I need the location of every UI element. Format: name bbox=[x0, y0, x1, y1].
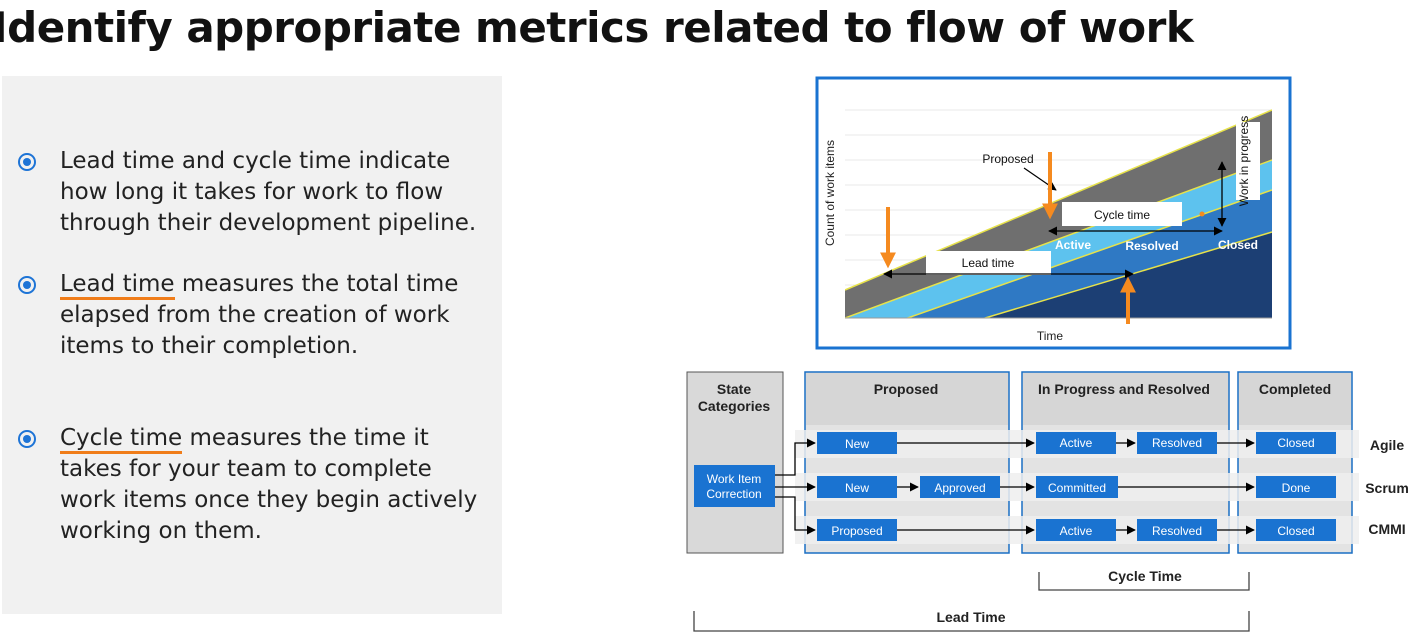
cumulative-flow-diagram: Count of work items Time Proposed Cycle … bbox=[815, 76, 1292, 350]
state-box bbox=[817, 432, 897, 454]
state-box bbox=[1036, 519, 1116, 541]
state-box bbox=[920, 476, 1000, 498]
state-label: Active bbox=[1060, 436, 1093, 450]
cycle-time-box bbox=[1062, 202, 1182, 226]
state-box bbox=[817, 519, 897, 541]
header-in-progress: In Progress and Resolved bbox=[1038, 381, 1210, 397]
state-label: Closed bbox=[1277, 524, 1314, 538]
state-label: Active bbox=[1060, 524, 1093, 538]
state-label: Committed bbox=[1048, 481, 1106, 495]
marker-dot bbox=[1199, 211, 1205, 217]
cycle-time-label: Cycle Time bbox=[1108, 568, 1182, 584]
work-item-correction-box bbox=[694, 465, 775, 507]
column-state-categories bbox=[686, 371, 784, 554]
state-box bbox=[1137, 432, 1217, 454]
state-label: New bbox=[845, 437, 869, 451]
bullet-lead-time: Lead time measures the total time elapse… bbox=[18, 269, 488, 362]
label-active: Active bbox=[1055, 238, 1091, 252]
process-label: CMMI bbox=[1368, 521, 1405, 537]
state-label: Done bbox=[1282, 481, 1311, 495]
lead-time-label: Lead Time bbox=[937, 609, 1006, 625]
process-label: Scrum bbox=[1365, 480, 1409, 496]
state-label: Resolved bbox=[1152, 524, 1202, 538]
label-closed: Closed bbox=[1218, 238, 1258, 252]
page-title: Identify appropriate metrics related to … bbox=[0, 3, 1194, 52]
radio-bullet-icon bbox=[18, 276, 36, 294]
x-axis-label: Time bbox=[1037, 329, 1064, 343]
header-completed: Completed bbox=[1259, 381, 1331, 397]
bullet-text: Lead time and cycle time indicate how lo… bbox=[60, 146, 488, 239]
state-label: Resolved bbox=[1152, 436, 1202, 450]
state-box bbox=[1137, 519, 1217, 541]
bullet-text-body: Lead time and cycle time indicate how lo… bbox=[60, 148, 477, 236]
bullet-text: Lead time measures the total time elapse… bbox=[60, 269, 488, 362]
state-label: Approved bbox=[934, 481, 985, 495]
state-label: Closed bbox=[1277, 436, 1314, 450]
process-label: Agile bbox=[1370, 437, 1404, 453]
lead-time-highlight: Lead time bbox=[60, 271, 175, 300]
state-box bbox=[1256, 476, 1336, 498]
state-box bbox=[1256, 519, 1336, 541]
row-agile: New Active Resolved Closed Agile bbox=[817, 432, 1404, 454]
y-axis-label: Count of work items bbox=[823, 140, 837, 246]
header-proposed: Proposed bbox=[874, 381, 939, 397]
radio-bullet-icon bbox=[18, 153, 36, 171]
label-cycle-time: Cycle time bbox=[1094, 208, 1150, 222]
band-closed bbox=[845, 232, 1272, 318]
bullet-panel bbox=[2, 76, 502, 614]
bullet-text: Cycle time measures the time it takes fo… bbox=[60, 423, 488, 547]
state-box bbox=[1256, 432, 1336, 454]
label-wip: Work in progress bbox=[1237, 116, 1251, 206]
radio-bullet-icon bbox=[18, 430, 36, 448]
label-proposed: Proposed bbox=[982, 152, 1033, 166]
state-label: New bbox=[845, 481, 869, 495]
row-scrum: New Approved Committed Done Scrum bbox=[817, 476, 1409, 498]
state-label: Proposed bbox=[831, 524, 882, 538]
cycle-time-bracket bbox=[1038, 572, 1250, 591]
row-cmmi: Proposed Active Resolved Closed CMMI bbox=[817, 519, 1406, 541]
state-box bbox=[1036, 476, 1118, 498]
label-resolved: Resolved bbox=[1125, 239, 1178, 253]
bullet-cycle-time: Cycle time measures the time it takes fo… bbox=[18, 423, 488, 547]
wip-box bbox=[1236, 122, 1260, 200]
bullet-text-body: measures the time it takes for your team… bbox=[60, 425, 478, 544]
label-lead-time: Lead time bbox=[962, 256, 1015, 270]
state-box bbox=[1036, 432, 1116, 454]
state-box bbox=[817, 476, 897, 498]
cycle-time-highlight: Cycle time bbox=[60, 425, 183, 454]
bullet-lead-cycle: Lead time and cycle time indicate how lo… bbox=[18, 146, 488, 239]
lead-time-bracket bbox=[693, 611, 1250, 632]
bullet-text-body: measures the total time elapsed from the… bbox=[60, 271, 459, 359]
